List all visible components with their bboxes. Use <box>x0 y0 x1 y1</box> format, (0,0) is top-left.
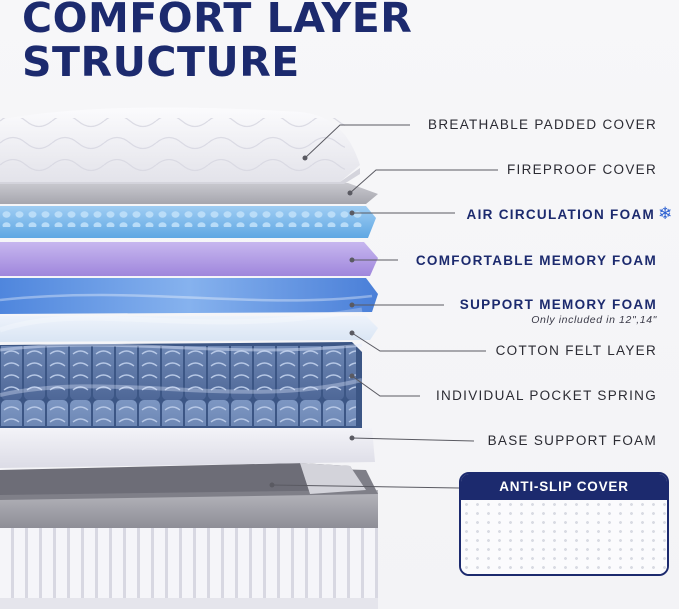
layer-cotton-felt <box>0 316 378 342</box>
label-base-support-foam: BASE SUPPORT FOAM <box>487 433 657 448</box>
layer-breathable-padded-cover <box>0 107 360 184</box>
title-line-1: COMFORT LAYER <box>22 0 413 42</box>
anti-slip-cover-callout: ANTI-SLIP COVER <box>459 472 669 576</box>
layer-fireproof-cover <box>0 183 378 204</box>
layer-pocket-spring <box>0 342 363 428</box>
label-support-memory-foam: SUPPORT MEMORY FOAM <box>459 297 657 312</box>
label-fireproof-cover: FIREPROOF COVER <box>506 162 657 177</box>
label-individual-pocket-spring: INDIVIDUAL POCKET SPRING <box>436 388 657 403</box>
layer-air-circulation-foam <box>0 206 376 238</box>
anti-slip-cover-label: ANTI-SLIP COVER <box>461 474 667 500</box>
snowflake-icon: ❄ <box>658 204 673 223</box>
label-breathable-padded-cover: BREATHABLE PADDED COVER <box>428 117 657 132</box>
layer-comfortable-memory-foam <box>0 242 378 276</box>
title-line-2: STRUCTURE <box>22 38 300 86</box>
mattress-base-encasement <box>0 463 378 609</box>
label-comfortable-memory-foam: COMFORTABLE MEMORY FOAM <box>415 253 657 268</box>
label-cotton-felt-layer: COTTON FELT LAYER <box>495 343 657 358</box>
layer-support-memory-foam <box>0 278 378 314</box>
anti-slip-texture-swatch <box>461 500 667 574</box>
note-support-memory-foam: Only included in 12",14" <box>531 314 657 326</box>
layer-base-support-foam <box>0 428 375 468</box>
label-air-circulation-foam: AIR CIRCULATION FOAM <box>466 207 655 222</box>
